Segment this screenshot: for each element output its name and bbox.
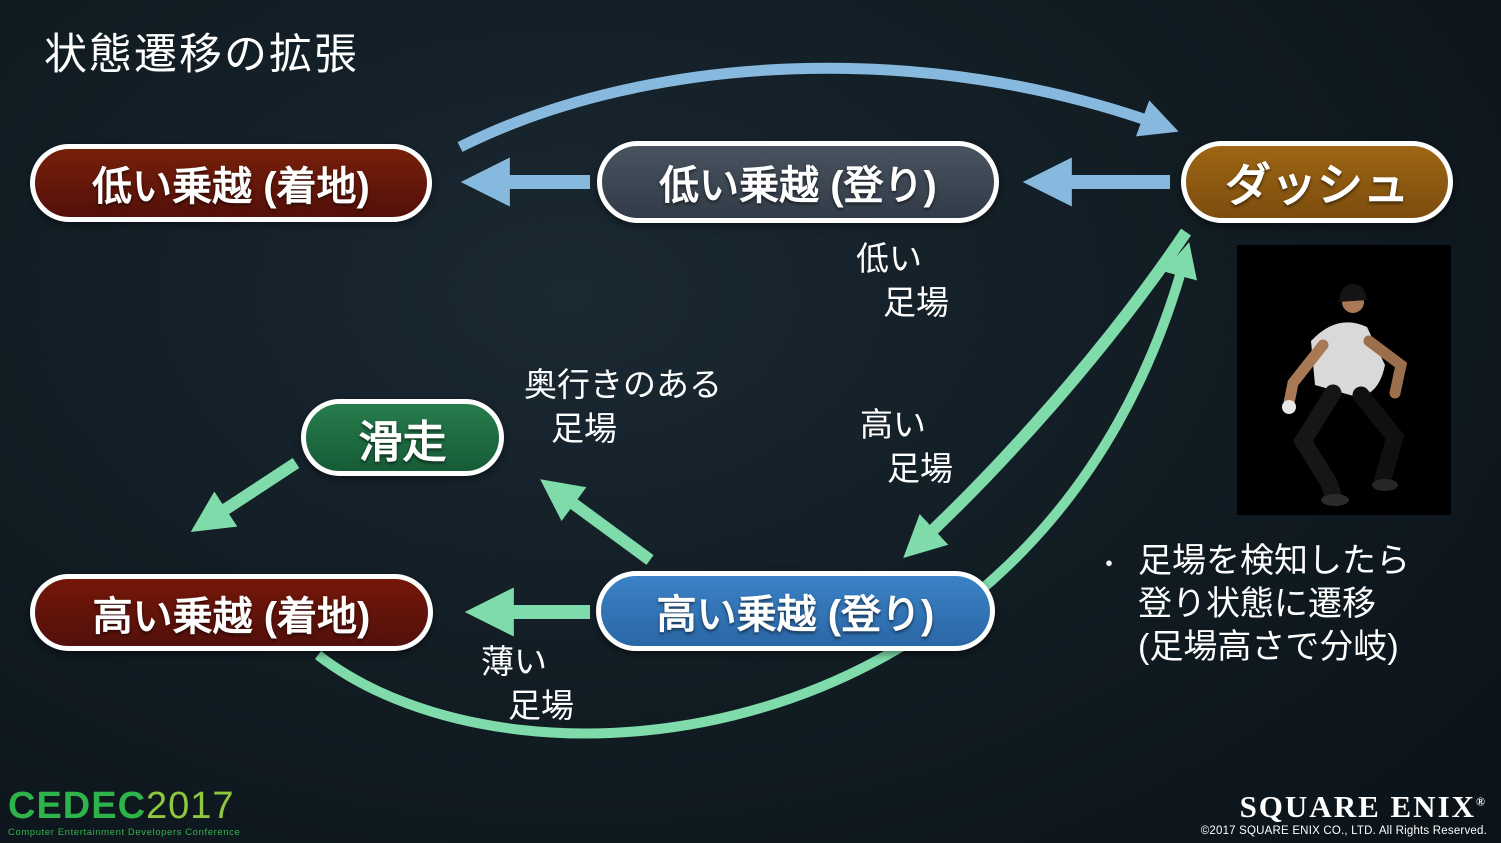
state-node-slide: 滑走 (301, 399, 504, 476)
state-node-label: ダッシュ (1225, 159, 1409, 211)
character-silhouette (1237, 245, 1451, 515)
edge-label-thin-platform: 薄い 足場 (481, 640, 574, 728)
arrow-slide-to-high-landing (190, 457, 300, 533)
edge-label-line: 低い (856, 240, 922, 277)
cedec-wordmark: CEDEC2017 (8, 787, 240, 825)
square-enix-text: SQUARE ENIX (1239, 789, 1477, 824)
edge-label-line: 奥行きのある (524, 366, 722, 403)
edge-label-line: 足場 (508, 687, 574, 725)
note-text: 足場を検知したら 登り状態に遷移 (足場高さで分岐) (1138, 540, 1410, 668)
arrow-dash-to-high-climb (903, 228, 1191, 559)
cedec-year: 2017 (146, 785, 235, 827)
slide-title: 状態遷移の拡張 (44, 31, 359, 79)
edge-label-low-platform: 低い 足場 (856, 237, 949, 325)
state-node-high-vault-climb: 高い乗越 (登り) (596, 571, 995, 651)
edge-label-high-platform: 高い 足場 (860, 403, 953, 491)
state-node-low-vault-climb: 低い乗越 (登り) (597, 141, 999, 223)
note-line: 登り状態に遷移 (1138, 584, 1377, 623)
square-enix-logo: SQUARE ENIX® ©2017 SQUARE ENIX CO., LTD.… (1201, 791, 1487, 837)
state-node-dash: ダッシュ (1181, 141, 1453, 223)
state-node-high-vault-landing: 高い乗越 (着地) (30, 574, 433, 651)
cedec-word: CEDEC (8, 785, 147, 827)
square-enix-wordmark: SQUARE ENIX® (1201, 791, 1487, 822)
character-photo (1237, 245, 1451, 515)
edge-label-line: 足場 (887, 450, 953, 488)
state-node-label: 低い乗越 (登り) (659, 164, 937, 208)
cedec-logo: CEDEC2017 Computer Entertainment Develop… (8, 787, 240, 838)
bullet-icon: ・ (1096, 549, 1123, 579)
note-bullet-item: ・ 足場を検知したら 登り状態に遷移 (足場高さで分岐) (1096, 540, 1498, 668)
cedec-subtitle: Computer Entertainment Developers Confer… (8, 827, 241, 838)
copyright-text: ©2017 SQUARE ENIX CO., LTD. All Rights R… (1200, 825, 1487, 837)
edge-label-deep-platform: 奥行きのある 足場 (524, 363, 722, 451)
edge-label-line: 薄い (481, 643, 547, 680)
arrow-high-climb-to-slide (540, 479, 654, 565)
note-line: 足場を検知したら (1138, 542, 1411, 580)
edge-label-line: 足場 (883, 284, 949, 322)
note-line: (足場高さで分岐) (1138, 627, 1399, 666)
edge-label-line: 足場 (551, 410, 617, 448)
arrow-low-landing-to-dash-curve (457, 62, 1179, 152)
state-node-label: 高い乗越 (登り) (656, 593, 935, 637)
registered-mark: ® (1476, 794, 1487, 809)
state-node-label: 高い乗越 (着地) (92, 594, 371, 639)
edge-label-line: 高い (860, 406, 926, 443)
state-node-low-vault-landing: 低い乗越 (着地) (30, 144, 432, 222)
state-node-label: 低い乗越 (着地) (92, 165, 370, 209)
arrow-high-landing-to-dash-curve (314, 242, 1197, 739)
state-node-label: 滑走 (358, 417, 447, 467)
